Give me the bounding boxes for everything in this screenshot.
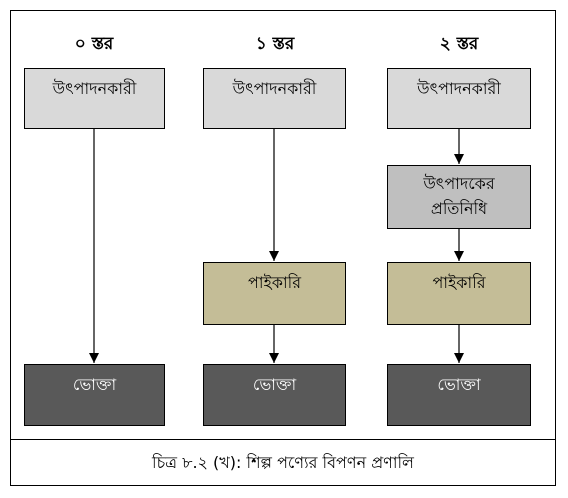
- level-2-consumer-box: ভোক্তা: [387, 364, 531, 426]
- level-1-consumer-box: ভোক্তা: [203, 364, 346, 426]
- arrowhead-level-1-wholesaler: [269, 251, 279, 261]
- figure-caption: চিত্র ৮.২ (খ): শিল্প পণ্যের বিপণন প্রণাল…: [152, 453, 414, 472]
- level-2-wholesaler-box: পাইকারি: [387, 262, 531, 325]
- level-0-producer-box: উৎপাদনকারী: [24, 68, 165, 129]
- arrowhead-level-1-consumer: [269, 353, 279, 363]
- level-0-header: ০ স্তর: [74, 34, 114, 54]
- arrowhead-level-2-wholesaler: [454, 251, 464, 261]
- level-2-producer-box: উৎপাদনকারী: [387, 68, 531, 129]
- level-1-producer-box: উৎপাদনকারী: [203, 68, 346, 129]
- level-1-header: ১ স্তর: [255, 34, 295, 54]
- diagram-frame: [10, 10, 556, 486]
- arrowhead-level-2-agent: [454, 154, 464, 164]
- arrowhead-level-2-consumer: [454, 353, 464, 363]
- level-1-wholesaler-box: পাইকারি: [203, 262, 346, 325]
- level-0-consumer-box: ভোক্তা: [24, 364, 165, 426]
- level-2-header: ২ স্তর: [439, 34, 479, 54]
- arrowhead-level-0-consumer: [89, 353, 99, 363]
- level-2-agent-box: উৎপাদকের প্রতিনিধি: [387, 165, 531, 229]
- caption-divider: [10, 439, 556, 440]
